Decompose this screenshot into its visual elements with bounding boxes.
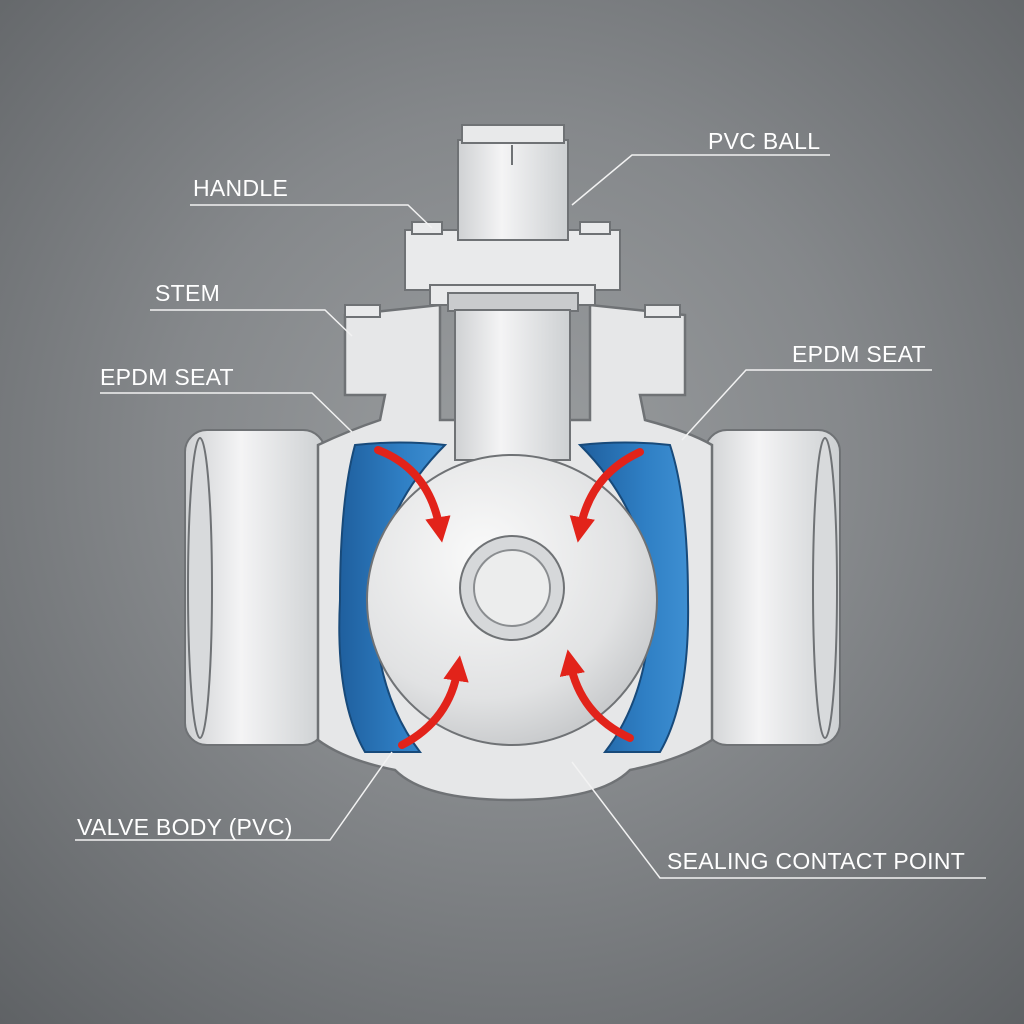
- label-stem: STEM: [155, 280, 221, 306]
- arrow-icon: [374, 446, 451, 543]
- label-handle: HANDLE: [193, 175, 289, 201]
- label-epdm-seat-left: EPDM SEAT: [100, 364, 234, 390]
- arrow-icon: [569, 448, 644, 543]
- left-pipe-end: [184, 429, 326, 746]
- label-valve-body: VALVE BODY (PVC): [77, 814, 293, 840]
- epdm-seat-right: [577, 441, 690, 753]
- right-pipe-end: [704, 429, 841, 746]
- bonnet: [344, 221, 681, 318]
- sealing-pressure-arrows: [374, 446, 644, 749]
- label-sealing-contact-point: SEALING CONTACT POINT: [667, 848, 966, 874]
- stem: [454, 309, 571, 461]
- label-epdm-seat-right: EPDM SEAT: [792, 341, 926, 367]
- label-pvc-ball: PVC BALL: [708, 128, 821, 154]
- leader-lines: [75, 154, 986, 879]
- ball-bore-inner: [473, 549, 551, 627]
- epdm-seat-left: [338, 441, 448, 753]
- arrow-icon: [559, 649, 634, 742]
- handle: [457, 124, 569, 241]
- arrow-icon: [398, 655, 469, 749]
